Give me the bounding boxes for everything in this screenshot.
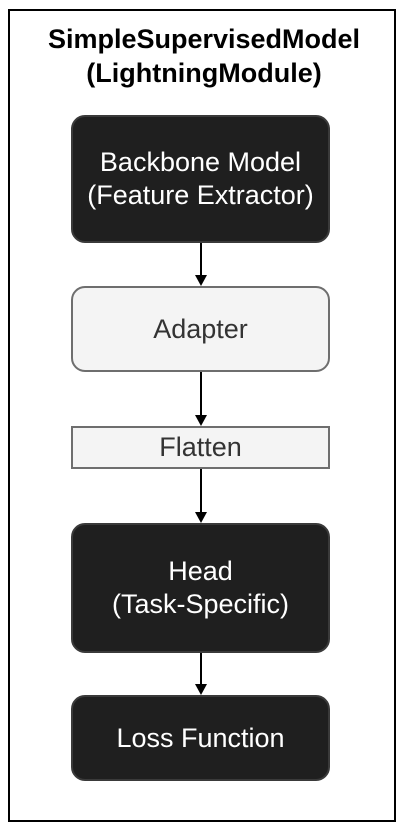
backbone-label: Backbone Model	[99, 147, 302, 177]
loss-node: Loss Function	[71, 695, 330, 781]
head-label: Head	[168, 556, 233, 586]
head-sublabel: (Task-Specific)	[111, 589, 290, 619]
title-line-2: (LightningModule)	[86, 58, 322, 88]
title-line-1: SimpleSupervisedModel	[47, 24, 361, 54]
backbone-sublabel: (Feature Extractor)	[87, 180, 314, 210]
diagram-title: SimpleSupervisedModel (LightningModule)	[0, 22, 408, 90]
adapter-node: Adapter	[71, 286, 330, 372]
head-node: Head (Task-Specific)	[71, 523, 330, 653]
flatten-label: Flatten	[159, 432, 242, 462]
module-container	[8, 9, 396, 822]
loss-label: Loss Function	[116, 722, 285, 753]
backbone-node: Backbone Model (Feature Extractor)	[71, 115, 330, 243]
adapter-label: Adapter	[153, 313, 248, 344]
flatten-node: Flatten	[71, 426, 330, 469]
